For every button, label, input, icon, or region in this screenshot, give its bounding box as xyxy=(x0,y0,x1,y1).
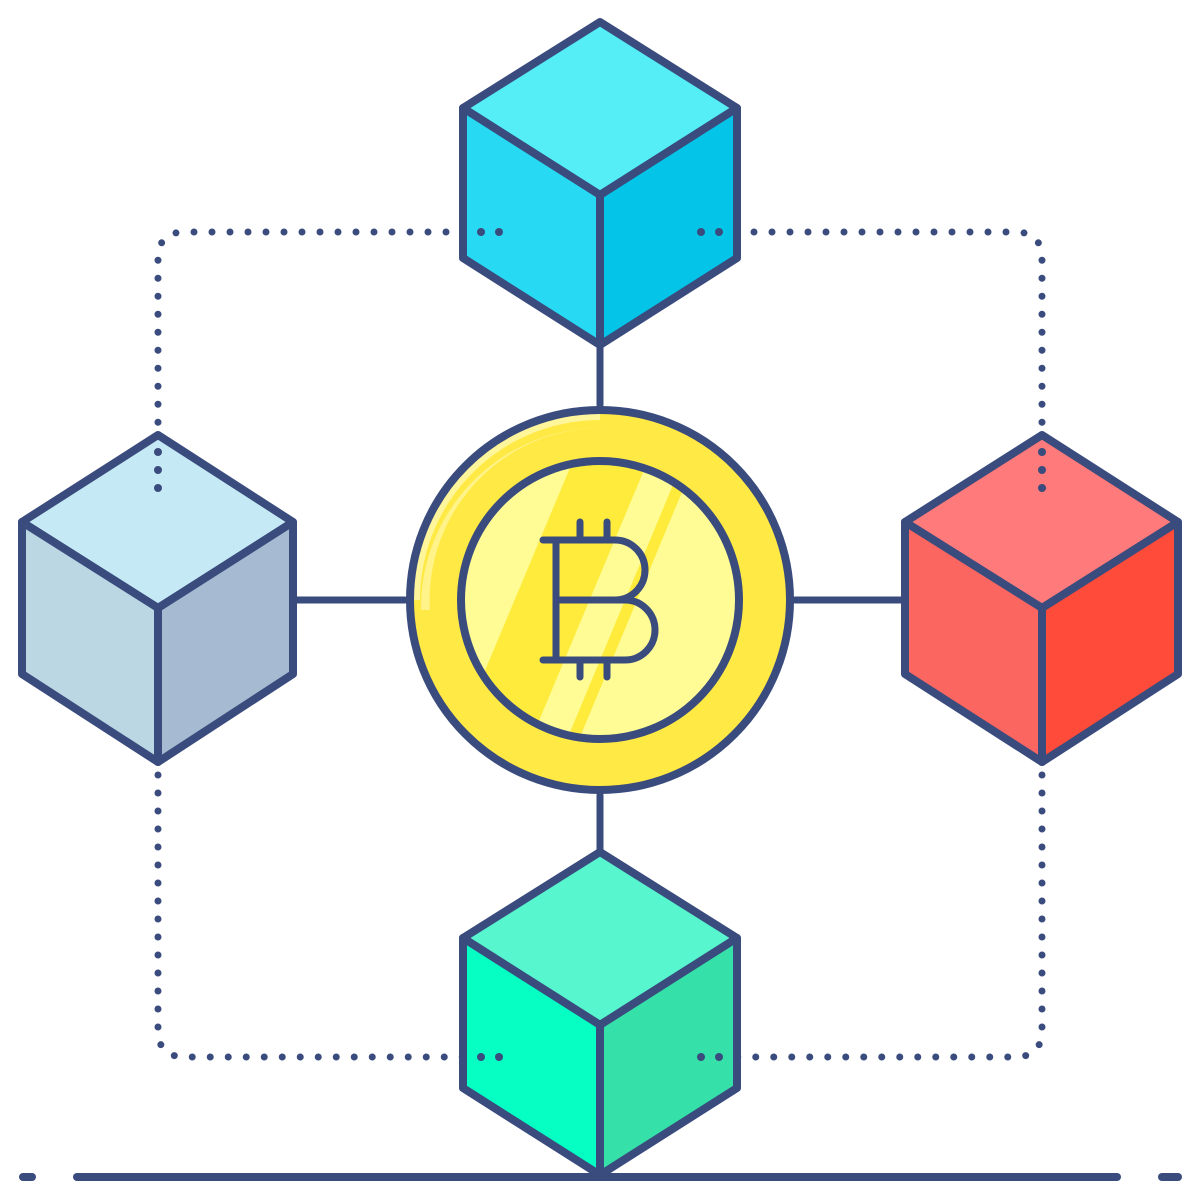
right-block-cube xyxy=(901,431,1182,766)
top-block-cube xyxy=(459,18,741,349)
bottom-block-cube xyxy=(459,848,741,1179)
right-block-dots xyxy=(1038,448,1046,492)
bottom-block-dots xyxy=(477,1053,723,1061)
bitcoin-label: B xyxy=(0,0,1,1)
left-block-dots xyxy=(154,448,162,492)
bitcoin-icon xyxy=(539,518,659,681)
bitcoin-coin: B xyxy=(0,0,794,794)
left-block-cube xyxy=(18,431,297,766)
connector-lines xyxy=(289,341,909,856)
top-block-dots xyxy=(477,228,723,236)
dotted-network-ring xyxy=(154,228,1046,1061)
